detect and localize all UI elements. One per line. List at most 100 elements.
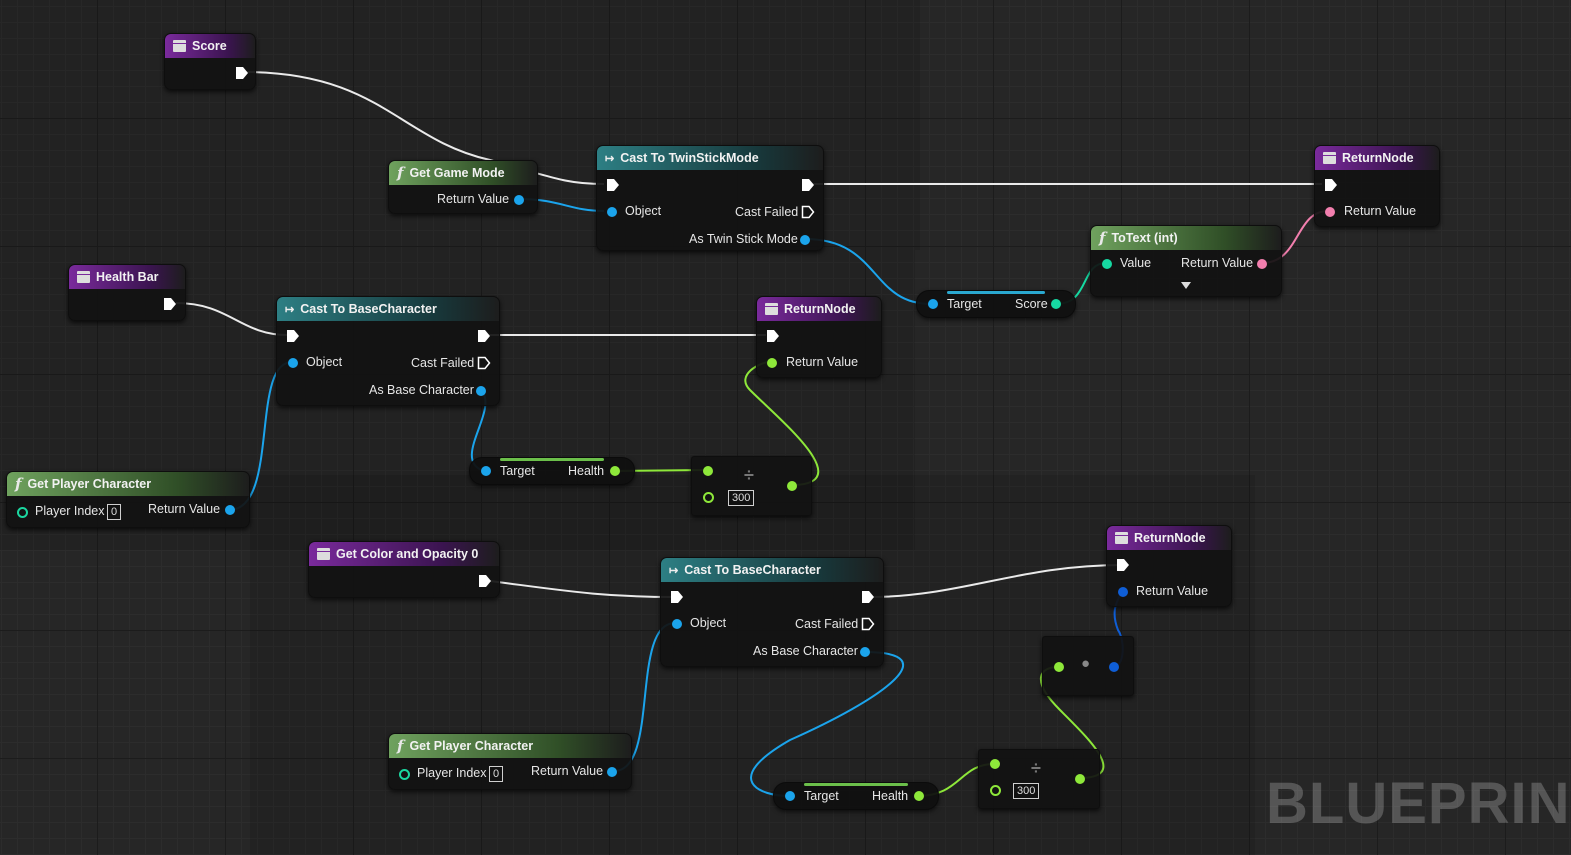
as-base-character-pin[interactable] — [476, 386, 486, 396]
as-base-character-pin[interactable] — [860, 647, 870, 657]
divisor-pin[interactable] — [703, 492, 714, 503]
dividend-pin[interactable] — [990, 759, 1000, 769]
variable-icon — [77, 271, 90, 283]
as-twin-stick-pin[interactable] — [800, 235, 810, 245]
return-value-pin[interactable] — [767, 358, 777, 368]
cast-failed-label: Cast Failed — [795, 617, 859, 631]
return-value-label: Return Value — [1181, 256, 1254, 270]
return-value-label: Return Value — [1344, 204, 1417, 218]
result-pin[interactable] — [787, 481, 797, 491]
player-index-input[interactable]: 0 — [107, 504, 122, 520]
node-title: Cast To TwinStickMode — [620, 151, 759, 165]
function-icon: f — [15, 475, 22, 493]
object-pin[interactable] — [288, 358, 298, 368]
return-node-icon — [1115, 532, 1128, 544]
player-index-pin[interactable] — [399, 769, 410, 780]
object-label: Object — [690, 616, 727, 630]
health-getter-node-1[interactable]: Target Health — [469, 457, 635, 485]
node-title: ReturnNode — [784, 302, 856, 316]
function-entry-icon — [317, 548, 330, 560]
health-label: Health — [568, 464, 605, 478]
dividend-pin[interactable] — [703, 466, 713, 476]
node-title: ToText (int) — [1111, 231, 1178, 245]
return-value-pin[interactable] — [225, 505, 235, 515]
object-label: Object — [306, 355, 343, 369]
wire-base3-target — [750, 651, 904, 797]
to-text-int-node[interactable]: f ToText (int) Value Return Value — [1090, 225, 1282, 297]
return-value-pin[interactable] — [1325, 207, 1335, 217]
divisor-pin[interactable] — [990, 785, 1001, 796]
function-icon: f — [397, 737, 404, 755]
return-node-color[interactable]: ReturnNode Return Value — [1106, 525, 1232, 607]
value-pin[interactable] — [1102, 259, 1112, 269]
blueprint-watermark: BLUEPRINT — [1266, 771, 1571, 836]
node-title: Get Player Character — [409, 739, 534, 753]
object-label: Object — [625, 204, 662, 218]
result-pin[interactable] — [1075, 774, 1085, 784]
node-accent-bar — [500, 458, 604, 461]
wire-color-exec — [489, 580, 675, 598]
health-out-pin[interactable] — [914, 791, 924, 801]
cast-icon: ↦ — [669, 564, 679, 577]
divide-operator-icon: ÷ — [1031, 758, 1041, 778]
value-label: Value — [1120, 256, 1152, 270]
return-value-pin[interactable] — [607, 767, 617, 777]
divide-node-1[interactable]: ÷ 300 — [691, 456, 812, 516]
health-label: Health — [872, 789, 909, 803]
input-pin[interactable] — [1054, 662, 1064, 672]
get-color-opacity-node[interactable]: Get Color and Opacity 0 — [308, 541, 500, 598]
cast-to-basecharacter-node-2[interactable]: ↦ Cast To BaseCharacter Object Cast Faile… — [660, 557, 884, 667]
target-label: Target — [804, 789, 839, 803]
player-index-label: Player Index — [417, 766, 487, 780]
player-index-input[interactable]: 0 — [489, 766, 504, 782]
divisor-input[interactable]: 300 — [728, 490, 755, 506]
return-value-pin[interactable] — [1118, 587, 1128, 597]
health-out-pin[interactable] — [610, 466, 620, 476]
wire-twinstick-target — [804, 238, 932, 305]
make-color-operator-icon: ● — [1081, 655, 1091, 672]
output-pin[interactable] — [1109, 662, 1119, 672]
as-twin-stick-label: As Twin Stick Mode — [689, 232, 798, 246]
function-icon: f — [1099, 229, 1106, 247]
return-node-icon — [765, 303, 778, 315]
object-pin[interactable] — [672, 619, 682, 629]
cast-icon: ↦ — [605, 152, 615, 165]
return-value-label: Return Value — [437, 192, 510, 206]
score-out-pin[interactable] — [1051, 299, 1061, 309]
player-index-pin[interactable] — [17, 507, 28, 518]
target-pin[interactable] — [785, 791, 795, 801]
return-value-pin[interactable] — [1257, 259, 1267, 269]
return-node-icon — [1323, 152, 1336, 164]
expand-arrow-icon[interactable] — [1181, 282, 1191, 289]
score-label: Score — [1015, 297, 1048, 311]
cast-to-twinstick-node[interactable]: ↦Cast To TwinStickMode Object Cast Faile… — [596, 145, 824, 251]
variable-icon — [173, 40, 186, 52]
cast-icon: ↦ — [285, 303, 295, 316]
target-label: Target — [500, 464, 535, 478]
node-title: Cast To BaseCharacter — [684, 563, 821, 577]
node-title: Score — [192, 39, 227, 53]
divisor-input[interactable]: 300 — [1013, 783, 1040, 799]
player-index-label: Player Index — [35, 504, 105, 518]
target-pin[interactable] — [481, 466, 491, 476]
health-getter-node-2[interactable]: Target Health — [773, 782, 939, 810]
wire-divide-return — [744, 361, 820, 486]
object-pin[interactable] — [607, 207, 617, 217]
return-node-score[interactable]: ReturnNode Return Value — [1314, 145, 1440, 227]
divide-node-2[interactable]: ÷ 300 — [978, 749, 1100, 809]
score-getter-node[interactable]: Target Score — [916, 290, 1076, 318]
make-color-node[interactable]: ● — [1042, 636, 1134, 696]
health-bar-variable-node[interactable]: Health Bar — [68, 264, 186, 321]
node-title: Get Color and Opacity 0 — [336, 547, 479, 561]
node-accent-bar — [947, 291, 1045, 294]
target-pin[interactable] — [928, 299, 938, 309]
cast-to-basecharacter-node-1[interactable]: ↦Cast To BaseCharacter Object Cast Faile… — [276, 296, 500, 406]
return-value-pin[interactable] — [514, 195, 524, 205]
wire-cast3-return-exec — [869, 564, 1123, 598]
score-variable-node[interactable]: Score — [164, 33, 256, 90]
return-node-health[interactable]: ReturnNode Return Value — [756, 296, 882, 378]
